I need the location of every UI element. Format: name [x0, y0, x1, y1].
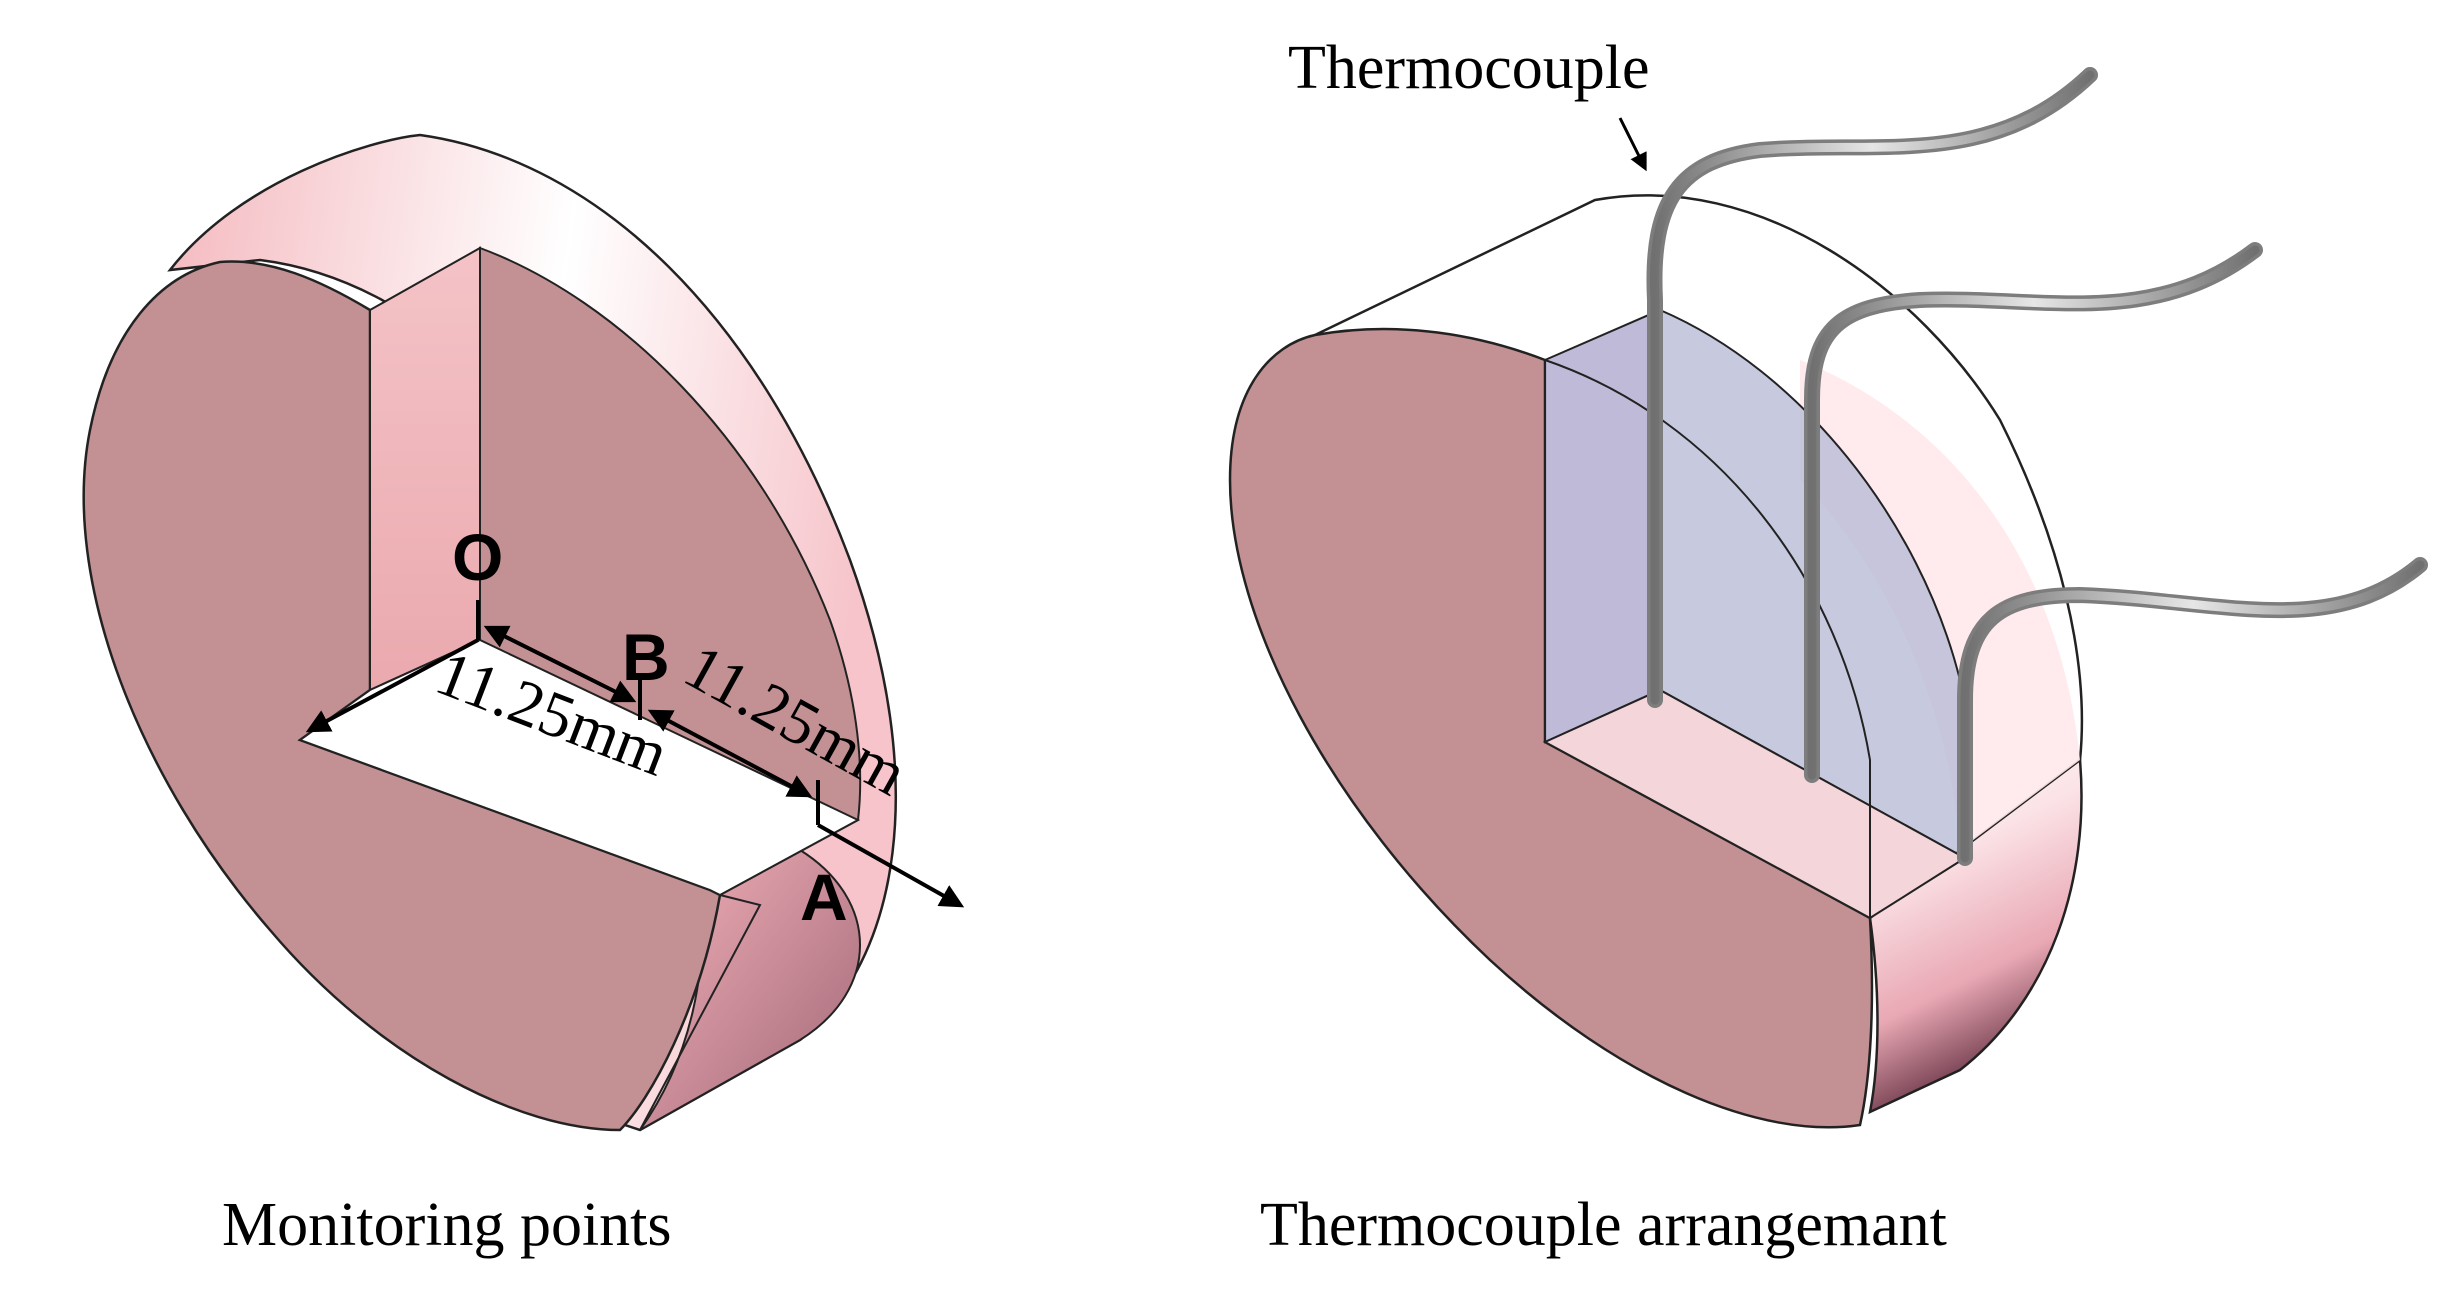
- dim-arrow-ob: [483, 625, 637, 703]
- callout-label: Thermocouple: [1288, 34, 1650, 102]
- monitoring-marks: [305, 600, 965, 908]
- right-caption: Thermocouple arrangemant: [1260, 1191, 1947, 1259]
- right-front-face: [1228, 327, 1874, 1129]
- thermocouple-wires: [1646, 67, 2428, 866]
- left-edge-line: [639, 894, 762, 1131]
- right-cut-back: [1544, 308, 1661, 744]
- axis-arrow-right: [817, 823, 965, 908]
- point-o-label: O: [452, 520, 503, 594]
- left-cut-back: [369, 246, 481, 692]
- right-rim-top: [1314, 194, 2084, 919]
- right-cut-arc: [1544, 359, 1871, 918]
- callout-arrow: [1618, 117, 1647, 172]
- point-a-label: A: [800, 860, 848, 934]
- point-b-label: B: [622, 620, 670, 694]
- left-disk-model: [82, 133, 897, 1132]
- axis-arrow-left: [305, 638, 479, 733]
- right-rim-side: [1868, 757, 2083, 1115]
- left-front-face: [82, 260, 722, 1132]
- left-caption: Monitoring points: [222, 1191, 672, 1259]
- right-rim-upper: [1800, 360, 2080, 850]
- dim-arrow-ba: [647, 709, 813, 798]
